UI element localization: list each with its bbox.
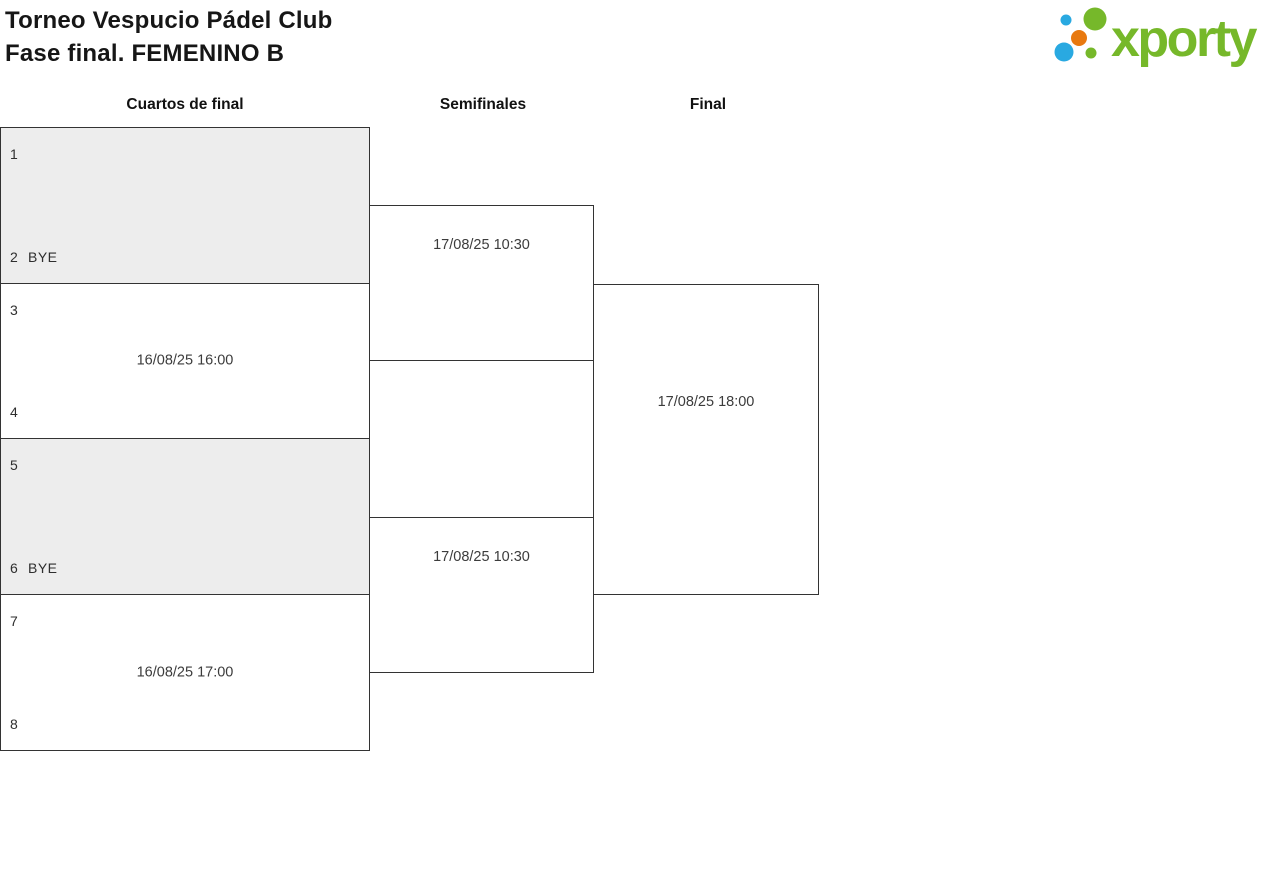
seed-number: 8	[10, 716, 18, 732]
match-slot: 5	[10, 458, 28, 472]
logo-wordmark: xporty	[1111, 10, 1258, 68]
match-slot: 1	[10, 147, 28, 161]
logo-dot-green-small-icon	[1085, 47, 1097, 59]
match-slot: 8	[10, 717, 28, 731]
bye-label: BYE	[28, 249, 58, 265]
match-box-semifinal-2: 17/08/25 10:30	[369, 517, 594, 673]
match-time: 16/08/25 16:00	[136, 352, 234, 369]
match-time: 17/08/25 10:30	[433, 549, 530, 565]
match-box-quarterfinal-4: 7 16/08/25 17:00 8	[0, 594, 370, 751]
seed-number: 5	[10, 457, 18, 473]
match-slot: 3	[10, 303, 28, 317]
round-header-semifinales: Semifinales	[439, 96, 527, 113]
match-box-quarterfinal-1: 1 2 BYE	[0, 127, 370, 284]
phase-category: Fase final. FEMENINO B	[5, 40, 285, 67]
logo-dot-orange-icon	[1071, 30, 1087, 46]
match-box-final: 17/08/25 18:00	[593, 284, 819, 595]
match-slot: 6 BYE	[10, 561, 58, 575]
match-slot: 4	[10, 405, 28, 419]
logo-dot-green-large-icon	[1083, 7, 1107, 31]
match-time: 17/08/25 18:00	[657, 394, 755, 410]
match-time: 16/08/25 17:00	[136, 664, 234, 680]
match-box-quarterfinal-3: 5 6 BYE	[0, 438, 370, 595]
seed-number: 6	[10, 560, 18, 576]
match-slot: 7	[10, 614, 28, 628]
round-header-final: Final	[689, 96, 727, 113]
tournament-name: Torneo Vespucio Pádel Club	[5, 7, 333, 34]
match-box-semifinal-1: 17/08/25 10:30	[369, 205, 594, 361]
seed-number: 7	[10, 613, 18, 629]
bye-label: BYE	[28, 560, 58, 576]
page-title: Torneo Vespucio Pádel Club Fase final. F…	[5, 4, 332, 70]
logo-dot-blue-large-icon	[1054, 42, 1074, 62]
seed-number: 3	[10, 302, 18, 318]
seed-number: 2	[10, 249, 18, 265]
xporty-logo: xporty	[1054, 7, 1260, 68]
round-header-cuartos: Cuartos de final	[126, 96, 244, 113]
match-box-quarterfinal-2: 3 16/08/25 16:00 4	[0, 283, 370, 439]
seed-number: 4	[10, 404, 18, 420]
logo-dot-blue-small-icon	[1060, 14, 1072, 26]
seed-number: 1	[10, 146, 18, 162]
match-time: 17/08/25 10:30	[433, 237, 530, 253]
match-slot: 2 BYE	[10, 250, 58, 264]
